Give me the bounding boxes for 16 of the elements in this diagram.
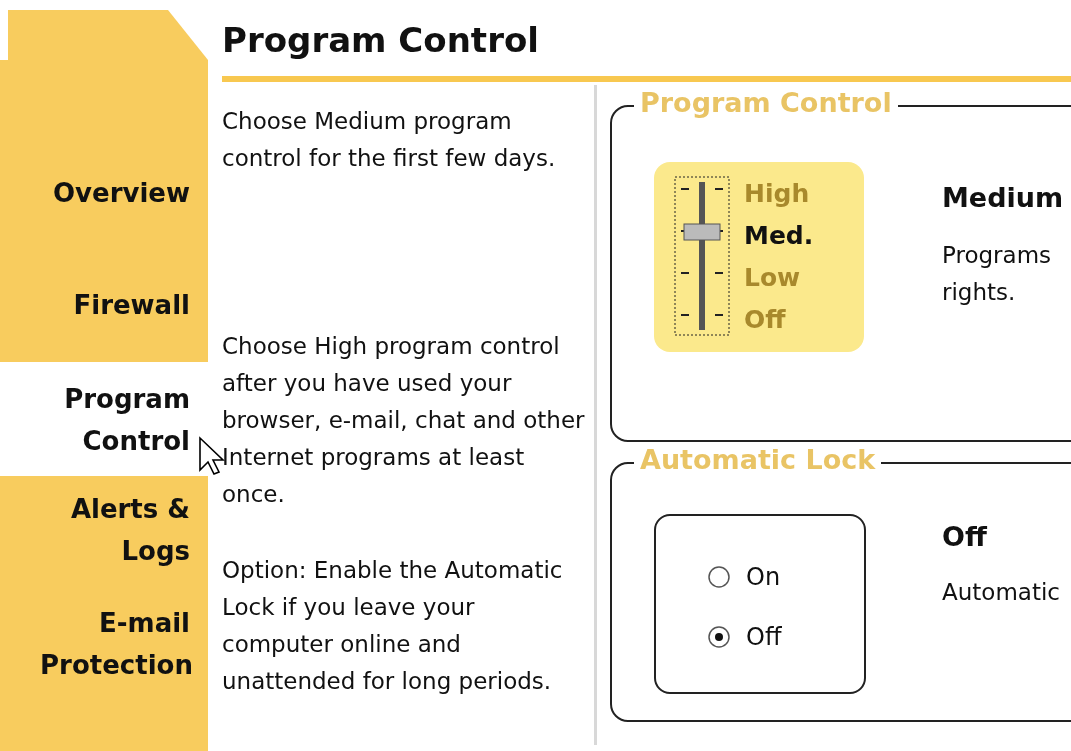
setting-description: Automatic — [942, 578, 1061, 607]
page-title: Program Control — [222, 20, 539, 60]
radio-group-box — [654, 514, 866, 694]
slider-panel — [654, 162, 864, 352]
slider-level-label: Off — [744, 304, 786, 336]
slider-level-label: Low — [744, 262, 801, 294]
radio-label: On — [746, 562, 781, 593]
setting-heading: Medium — [942, 181, 1064, 215]
slider-level-label: High — [744, 178, 810, 210]
slider-level-label: Med. — [744, 220, 814, 252]
setting-heading: Off — [942, 520, 987, 554]
setting-description: Programs rights. — [942, 241, 1053, 307]
instruction-paragraph: Choose Medium program control for the first few days. — [222, 107, 557, 173]
instruction-paragraph: Choose High program control after you have used your browser, e-mail, chat and other Internet programs at least once. — [222, 332, 586, 509]
radio-label: Off — [746, 622, 782, 653]
instruction-paragraph: Option: Enable the Automatic Lock if you leave your computer online and unattended for long periods. — [222, 556, 564, 696]
